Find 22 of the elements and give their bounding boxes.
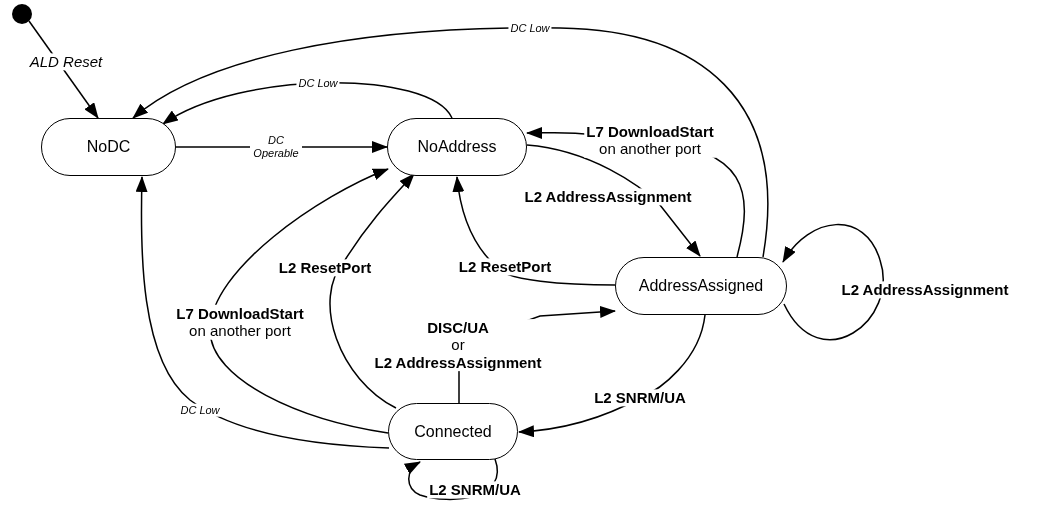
state-box: Connected: [388, 403, 518, 460]
transition-arrow: [132, 27, 769, 258]
transition-arrow: [526, 144, 701, 257]
edge-label: L7 DownloadStart on another port: [174, 304, 306, 340]
edge-label: DISC/UA or L2 AddressAssignment: [372, 319, 544, 371]
state-box: NoAddress: [387, 118, 527, 176]
edge-label: L2 ResetPort: [456, 258, 554, 276]
edge-label: L2 SNRM/UA: [427, 481, 523, 499]
edge-label: L2 SNRM/UA: [592, 389, 688, 407]
state-box: AddressAssigned: [615, 257, 787, 315]
edge-label: L2 AddressAssignment: [839, 281, 1011, 299]
edge-label: DC Low: [296, 76, 340, 90]
transition-arrow: [209, 168, 389, 434]
edge-label: L2 AddressAssignment: [522, 188, 694, 206]
edge-label: DC Low: [508, 21, 552, 35]
edge-label: L2 ResetPort: [276, 259, 374, 277]
transition-arrow: [782, 223, 884, 341]
edge-label: DC Operable: [250, 134, 302, 160]
state-box: NoDC: [41, 118, 176, 176]
edge-label: ALD Reset: [27, 53, 105, 71]
transition-arrow: [135, 176, 390, 449]
edge-label: DC Low: [178, 403, 222, 417]
